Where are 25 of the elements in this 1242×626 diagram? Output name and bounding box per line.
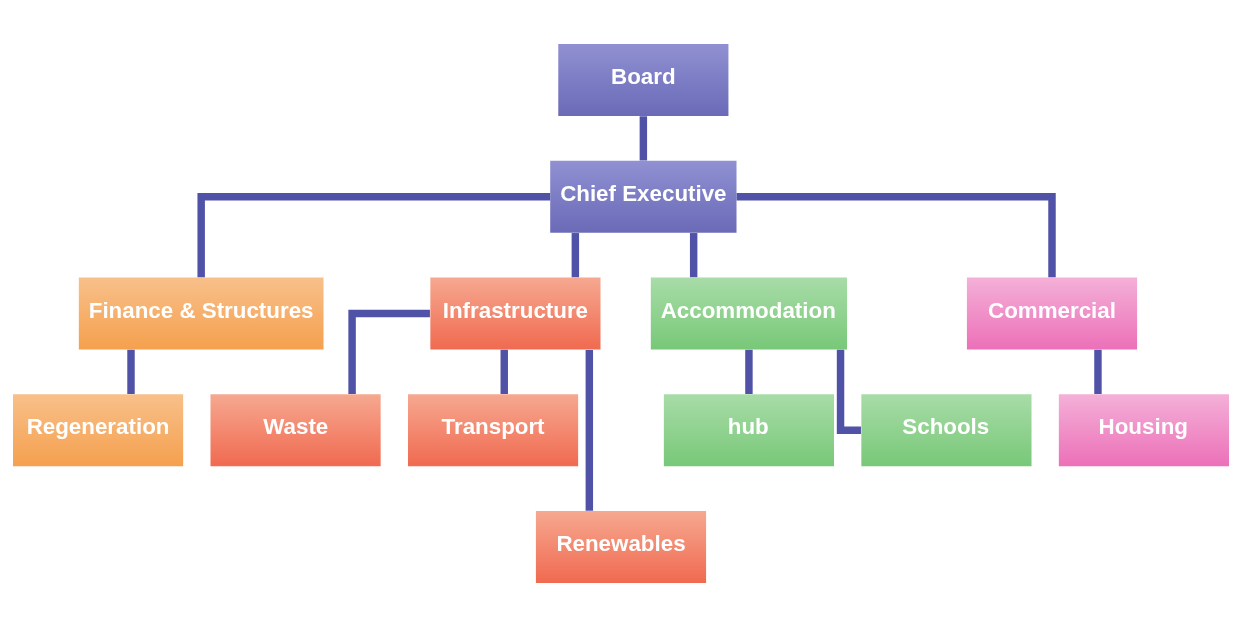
- connector: [736, 192, 1056, 277]
- node-box: Infrastructure: [430, 277, 601, 349]
- connector: [836, 349, 861, 434]
- connector: [127, 349, 135, 394]
- node-box: Board: [558, 43, 729, 116]
- node-box: Finance & Structures: [78, 277, 324, 349]
- node-box: Housing: [1058, 393, 1229, 466]
- connector: [571, 232, 580, 277]
- node-box: hub: [663, 393, 834, 466]
- node-box: Renewables: [535, 510, 707, 583]
- connector: [689, 232, 698, 277]
- connector: [585, 349, 594, 511]
- connector: [639, 115, 648, 160]
- connector: [1094, 349, 1102, 394]
- connector: [500, 349, 508, 394]
- node-box: Regeneration: [13, 393, 184, 466]
- node-box: Commercial: [966, 277, 1138, 349]
- connector: [197, 192, 551, 277]
- node-box: Chief Executive: [550, 160, 737, 233]
- node-box: Waste: [210, 393, 381, 466]
- node-box: Schools: [861, 393, 1032, 466]
- node-box: Accommodation: [650, 277, 848, 349]
- connector: [348, 309, 430, 394]
- connector: [745, 349, 753, 394]
- node-box: Transport: [408, 393, 579, 466]
